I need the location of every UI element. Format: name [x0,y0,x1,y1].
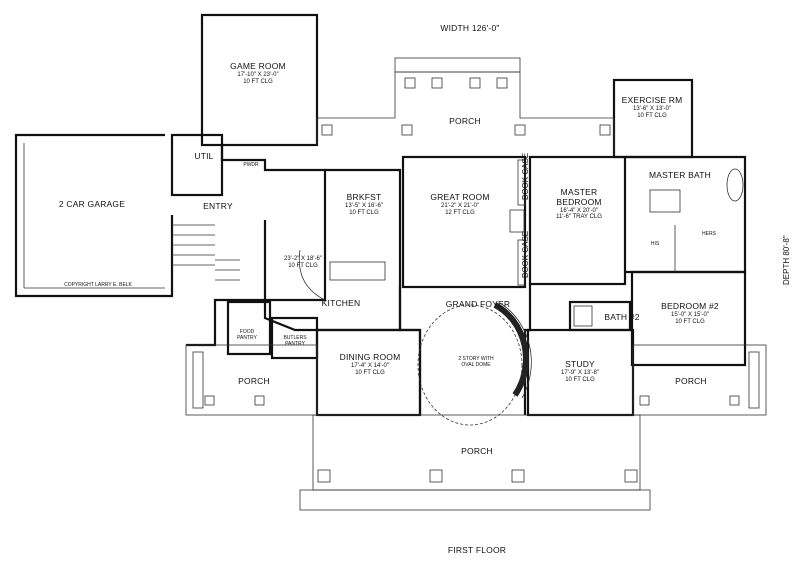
master-bedroom-name2: BEDROOM [556,196,602,207]
entry-stairs [172,224,240,281]
food-pantry-name2: PANTRY [237,334,257,341]
brkfst-dims: 13'-5" X 16'-6" [345,202,383,209]
top-porch-step [394,57,521,73]
room-porch-right: PORCH [675,376,707,386]
master-bedroom-walls [528,155,627,286]
room-game-room: GAME ROOM 17'-10" X 23'-0" 10 FT CLG [230,61,286,86]
room-brkfst: BRKFST 13'-5" X 16'-6" 10 FT CLG [345,192,383,217]
kitchen-island [329,261,386,281]
game-room-name: GAME ROOM [230,61,286,71]
room-study: STUDY 17'-9" X 13'-8" 10 FT CLG [561,359,599,384]
right-porch-rail [748,351,760,409]
kitchen-dims: 23'-2" X 18'-6" [284,256,322,262]
master-bedroom-clg: 11'-6" TRAY CLG [556,214,602,221]
dining-dims: 17'-4" X 14'-0" [351,362,389,369]
foyer-staircase [493,302,529,397]
room-porch-front: PORCH [461,446,493,456]
grand-foyer-note1: 2 STORY WITH [458,356,494,362]
room-food-pantry: FOOD PANTRY [237,329,257,342]
room-bath2: BATH #2 [604,312,640,322]
master-bedroom-dims: 16'-4" X 20'-0" [560,207,598,214]
left-porch-outline [185,344,318,416]
exercise-dims: 13'-6" X 13'-0" [633,105,671,112]
master-bedroom-name1: MASTER [560,187,598,197]
room-master-bedroom: MASTER BEDROOM 16'-4" X 20'-0" 11'-6" TR… [556,187,602,221]
great-room-clg: 12 FT CLG [445,209,475,216]
top-porch-outline [316,71,615,155]
great-room-dims: 21'-2" X 21'-0" [441,202,479,209]
food-pantry-name1: FOOD [239,329,255,335]
front-porch-columns [317,469,638,483]
master-bath-his: HIS [650,241,660,247]
copyright-label: COPYRIGHT LARRY E. BELK [64,282,132,288]
room-porch-left: PORCH [238,376,270,386]
bedroom2-name: BEDROOM #2 [661,301,719,311]
master-bath-hers: HERS [702,231,716,237]
game-room-walls [200,13,319,147]
brkfst-clg: 10 FT CLG [349,209,379,216]
butlers-pantry-name1: BUTLERS [283,335,307,341]
room-garage: 2 CAR GARAGE [58,199,126,209]
fireplace [509,209,525,233]
room-exercise: EXERCISE RM 13'-6" X 13'-0" 10 FT CLG [621,95,683,120]
study-name: STUDY [565,359,595,369]
room-kitchen-dims: 23'-2" X 18'-6" 10 FT CLG [284,256,322,270]
bedroom2-walls [630,270,747,367]
game-room-dims: 17'-10" X 23'-0" [237,71,279,78]
left-porch-rail [192,351,204,409]
kitchen-curved-counter [298,249,326,301]
front-porch-step [299,489,651,511]
study-clg: 10 FT CLG [565,376,595,383]
room-pwdr: PWDR [243,162,259,168]
master-bath-tub [726,168,744,202]
exercise-clg: 10 FT CLG [637,112,667,119]
depth-label: DEPTH 80'-8" [782,235,791,285]
room-dining: DINING ROOM 17'-4" X 14'-0" 10 FT CLG [339,352,401,377]
butlers-pantry-walls [270,316,319,360]
room-butlers-pantry: BUTLERS PANTRY [283,335,307,348]
bath2-walls [568,300,632,332]
bedroom2-clg: 10 FT CLG [675,318,705,325]
room-bedroom2: BEDROOM #2 15'-0" X 15'-0" 10 FT CLG [661,301,719,326]
butlers-pantry-name2: PANTRY [285,340,305,347]
kitchen-clg: 10 FT CLG [288,262,318,269]
great-room-name: GREAT ROOM [430,192,490,202]
garage-walls [14,133,174,298]
dining-name: DINING ROOM [339,352,401,362]
study-dims: 17'-9" X 13'-8" [561,369,599,376]
room-util: UTIL [194,151,214,161]
floor-title: FIRST FLOOR [447,545,507,555]
food-pantry-walls [226,300,272,356]
book-case-lower: BOOK CASE [521,230,530,278]
width-label: WIDTH 126'-0" [440,23,500,33]
right-porch-outline [632,344,767,416]
great-room-walls [401,155,527,289]
game-room-clg: 10 FT CLG [243,78,273,85]
grand-foyer-walls [398,287,422,415]
room-entry: ENTRY [203,201,233,211]
book-case-upper: BOOK CASE [521,152,530,200]
room-porch-top: PORCH [449,116,481,126]
room-grand-foyer: GRAND FOYER [445,299,511,309]
room-kitchen: KITCHEN [321,298,361,308]
grand-foyer-note2: OVAL DOME [461,361,491,368]
side-porch-columns [204,395,740,406]
grand-foyer-note: 2 STORY WITH OVAL DOME [458,356,494,369]
room-great-room: GREAT ROOM 21'-2" X 21'-0" 12 FT CLG [430,192,490,217]
top-porch-columns [321,77,611,136]
dining-clg: 10 FT CLG [355,369,385,376]
room-master-bath: MASTER BATH [648,170,712,180]
bath2-tub [573,305,593,327]
brkfst-name: BRKFST [346,192,382,202]
exercise-name: EXERCISE RM [621,95,683,105]
oval-dome [417,304,523,426]
util-walls [170,133,224,197]
bedroom2-dims: 15'-0" X 15'-0" [671,311,709,318]
